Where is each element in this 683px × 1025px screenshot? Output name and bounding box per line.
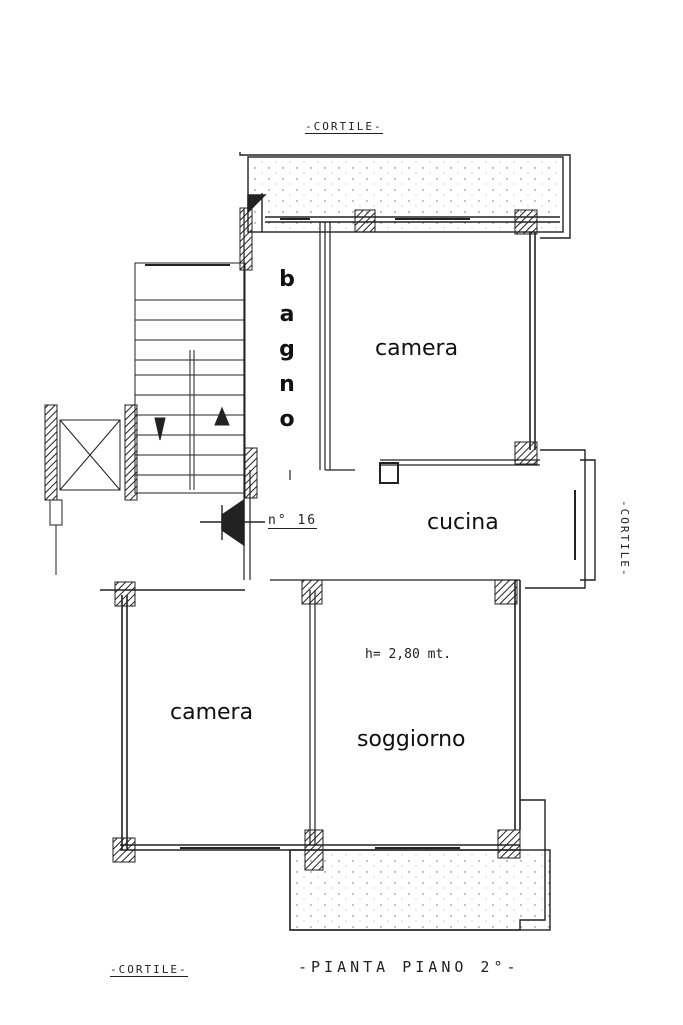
corner-marker (247, 194, 267, 214)
plan-title: -PIANTA PIANO 2°- (298, 958, 520, 976)
windows (180, 218, 576, 849)
right-balcony (525, 449, 596, 589)
ceiling-height-label: h= 2,80 mt. (365, 647, 452, 662)
entrance-door (200, 498, 265, 547)
room-label-camera-bottom: camera (170, 700, 254, 725)
bagno-letter-4: n (279, 372, 295, 397)
unit-number-label: n° 16 (268, 513, 318, 529)
room-label-soggiorno: soggiorno (357, 727, 466, 752)
room-label-camera-top: camera (375, 336, 459, 361)
cortile-bottom-label: -CORTILE- (110, 963, 188, 977)
room-label-bagno: b a g n o (277, 262, 297, 437)
bagno-letter-1: b (279, 267, 295, 292)
staircase (134, 262, 246, 494)
elevator-shaft (44, 404, 138, 575)
bagno-letter-2: a (279, 302, 295, 327)
room-label-cucina: cucina (427, 510, 499, 535)
bagno-letter-5: o (279, 407, 295, 432)
cortile-top-label: -CORTILE- (305, 120, 383, 134)
bagno-letter-3: g (279, 337, 295, 362)
cortile-right-label: -CORTILE- (618, 500, 631, 578)
bottom-balcony (289, 799, 551, 931)
structural-columns (112, 207, 538, 871)
